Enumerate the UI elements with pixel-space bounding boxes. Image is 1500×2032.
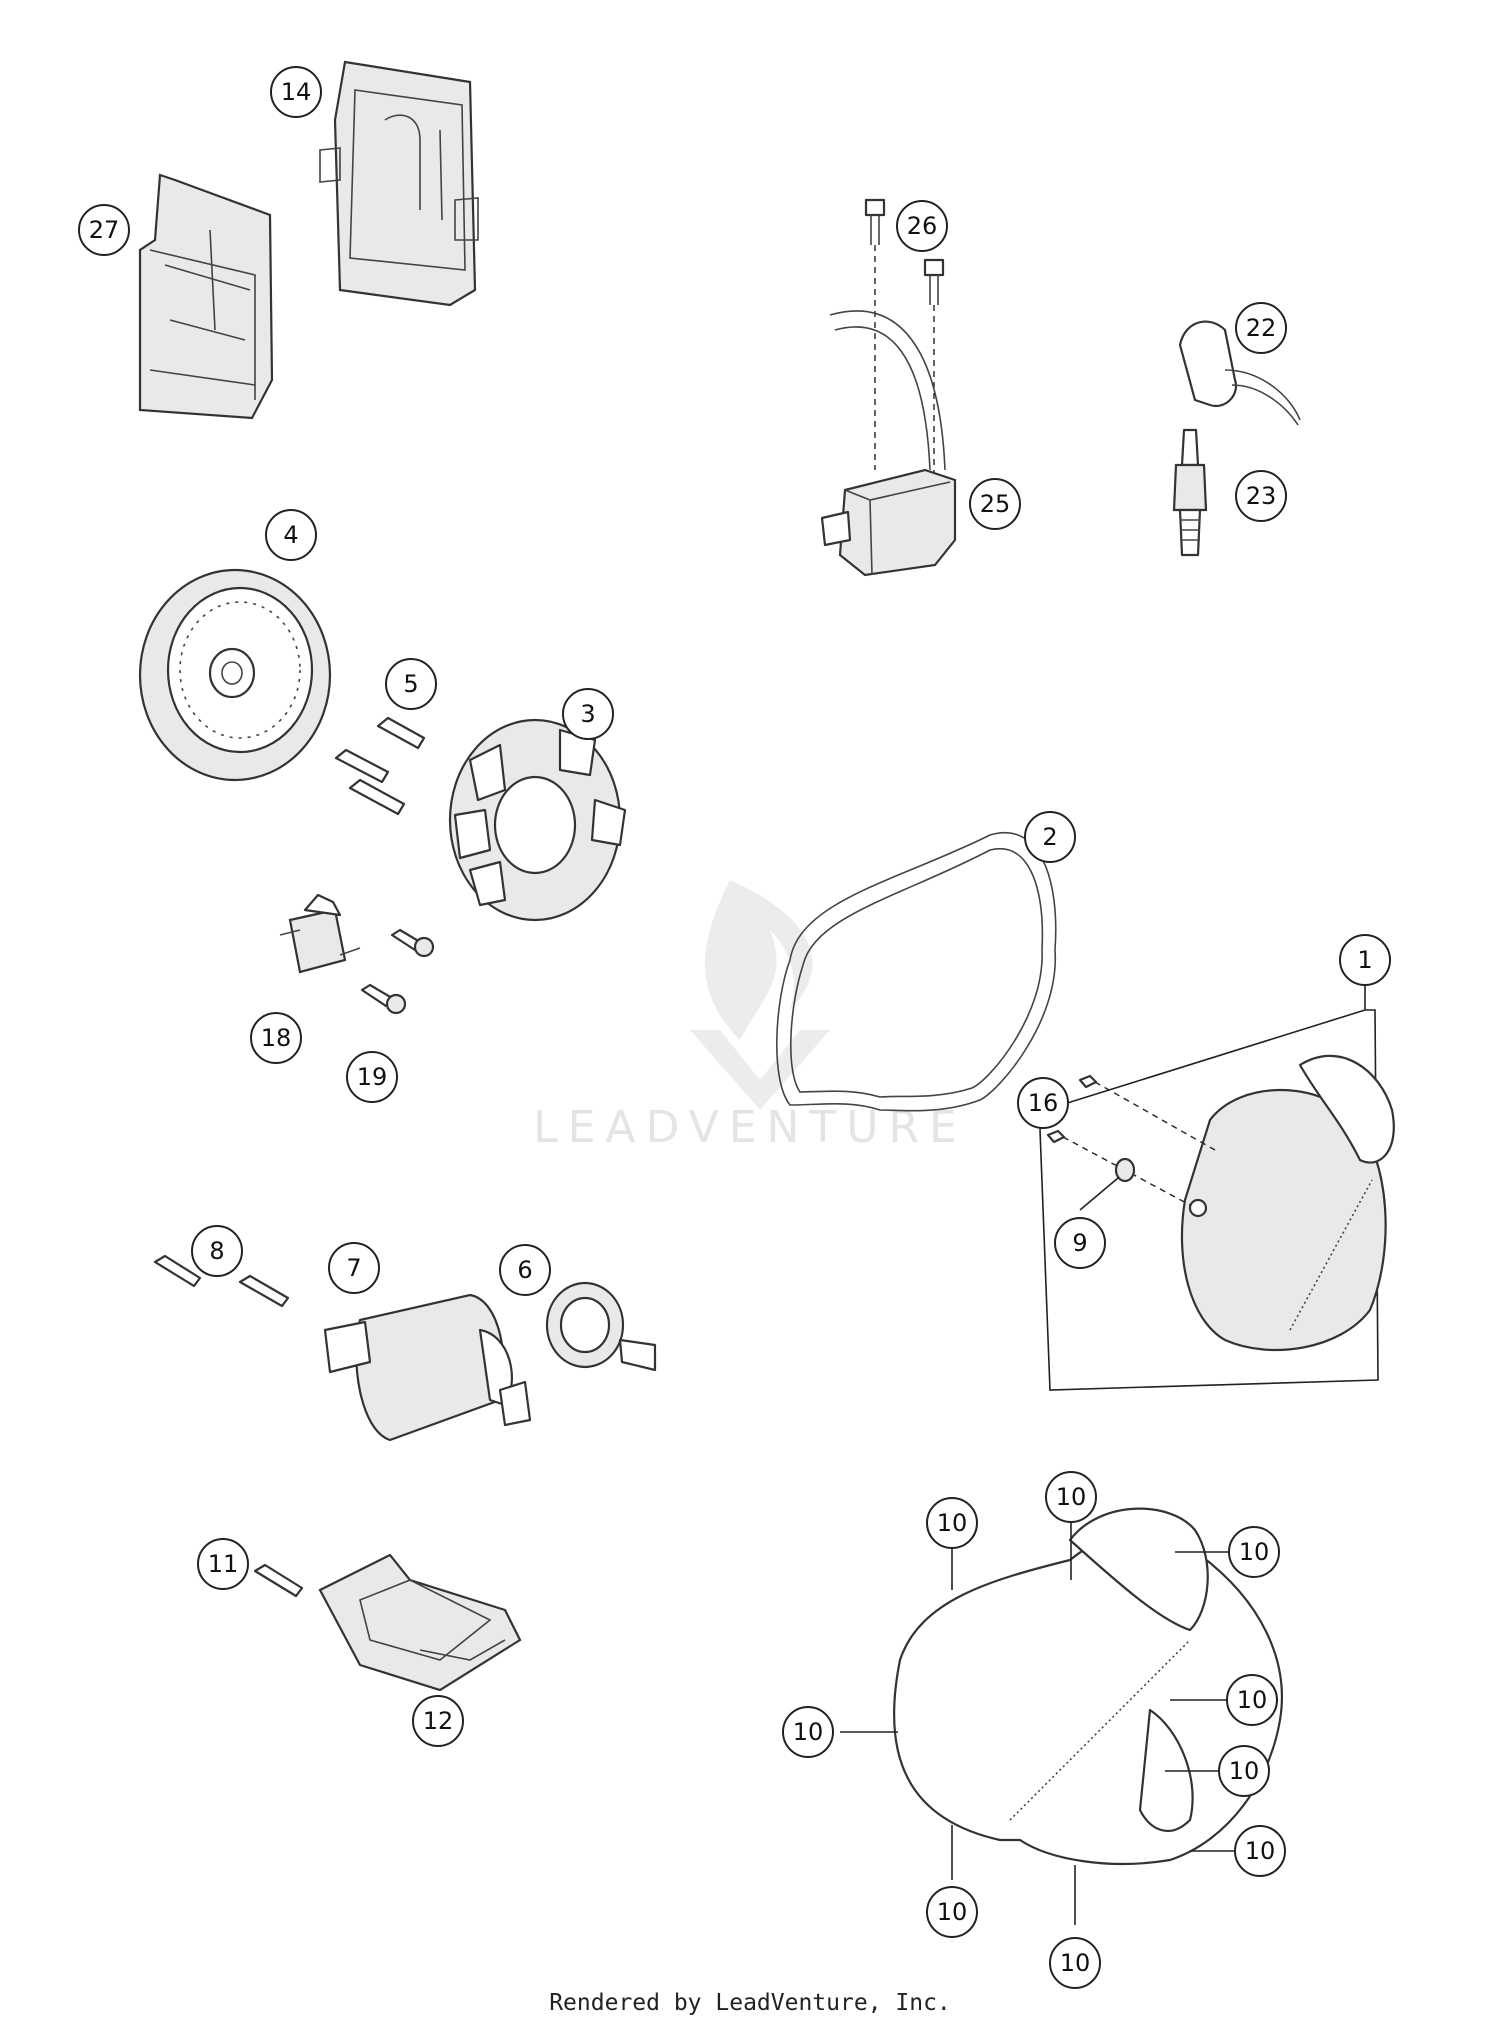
screws-part-19	[360, 928, 435, 1015]
watermark-text: LEADVENTURE	[533, 1102, 967, 1153]
callout-10-label: 10	[1060, 1949, 1091, 1977]
stator-part-3	[448, 718, 627, 922]
callout-11-label: 11	[208, 1550, 239, 1578]
callout-18: 18	[250, 1012, 302, 1064]
starter-drive-part-6	[545, 1281, 657, 1372]
callout-27-label: 27	[89, 216, 120, 244]
pins-part-16	[1046, 1074, 1216, 1206]
callout-10-f: 10	[1218, 1745, 1270, 1797]
callout-10-g: 10	[1234, 1825, 1286, 1877]
seal-part-9	[1079, 1157, 1136, 1211]
callout-4-label: 4	[283, 521, 298, 549]
callout-10-h: 10	[926, 1886, 978, 1938]
ignition-coil-part-25	[820, 310, 957, 577]
callout-12-label: 12	[423, 1707, 454, 1735]
callout-10-e: 10	[782, 1706, 834, 1758]
leadventure-watermark: LEADVENTURE	[533, 880, 967, 1153]
callout-16: 16	[1017, 1077, 1069, 1129]
callout-25: 25	[969, 478, 1021, 530]
callout-10-a: 10	[926, 1497, 978, 1549]
callout-10-d: 10	[1226, 1674, 1278, 1726]
bolts-part-26	[864, 198, 945, 500]
callout-2: 2	[1024, 811, 1076, 863]
callout-9-label: 9	[1072, 1229, 1087, 1257]
callout-10-label: 10	[793, 1718, 824, 1746]
callout-27: 27	[78, 204, 130, 256]
callout-6: 6	[499, 1244, 551, 1296]
callout-5: 5	[385, 658, 437, 710]
callout-18-label: 18	[261, 1024, 292, 1052]
callout-7-label: 7	[346, 1254, 361, 1282]
callout-4: 4	[265, 509, 317, 561]
callout-26-label: 26	[907, 212, 938, 240]
callout-10-c: 10	[1228, 1526, 1280, 1578]
callout-1: 1	[1339, 934, 1391, 986]
callout-25-label: 25	[980, 490, 1011, 518]
callout-10-b: 10	[1045, 1471, 1097, 1523]
callout-10-label: 10	[1237, 1686, 1268, 1714]
starter-bolts-part-8	[153, 1254, 290, 1308]
callout-2-label: 2	[1042, 823, 1057, 851]
callout-8: 8	[191, 1225, 243, 1277]
callout-6-label: 6	[517, 1256, 532, 1284]
callout-7: 7	[328, 1242, 380, 1294]
callout-1-label: 1	[1357, 946, 1372, 974]
callout-10-label: 10	[1056, 1483, 1087, 1511]
callout-23: 23	[1235, 470, 1287, 522]
callout-10-label: 10	[1229, 1757, 1260, 1785]
callout-3-label: 3	[580, 700, 595, 728]
ecu-cover-part-14	[319, 60, 479, 307]
callout-5-label: 5	[403, 670, 418, 698]
stator-bolts-part-5	[334, 716, 426, 816]
callout-16-label: 16	[1028, 1089, 1059, 1117]
footer-credit: Rendered by LeadVenture, Inc.	[549, 1990, 951, 2016]
callout-19-label: 19	[357, 1063, 388, 1091]
starter-motor-part-7	[323, 1293, 532, 1442]
callout-14-label: 14	[281, 78, 312, 106]
callout-22: 22	[1235, 302, 1287, 354]
callout-10-label: 10	[937, 1509, 968, 1537]
callout-10-label: 10	[1239, 1538, 1270, 1566]
spark-plug-cap-part-22	[1178, 320, 1301, 426]
ecu-part-27	[138, 173, 274, 420]
guard-part-12	[318, 1553, 522, 1692]
engine-cover-part-10	[893, 1507, 1283, 1865]
callout-22-label: 22	[1246, 314, 1277, 342]
callout-10-label: 10	[1245, 1837, 1276, 1865]
callout-10-label: 10	[937, 1898, 968, 1926]
flywheel-part-4	[138, 568, 332, 782]
callout-23-label: 23	[1246, 482, 1277, 510]
regulator-part-18	[279, 893, 361, 974]
callout-14: 14	[270, 66, 322, 118]
callout-12: 12	[412, 1695, 464, 1747]
callout-3: 3	[562, 688, 614, 740]
callout-8-label: 8	[209, 1237, 224, 1265]
bolt-part-11	[253, 1563, 304, 1598]
callout-26: 26	[896, 200, 948, 252]
ignition-cover-assembly-part-1	[1039, 985, 1395, 1391]
callout-19: 19	[346, 1051, 398, 1103]
gasket-part-2	[776, 832, 1057, 1112]
callout-11: 11	[197, 1538, 249, 1590]
spark-plug-part-23	[1172, 428, 1208, 557]
callout-9: 9	[1054, 1217, 1106, 1269]
callout-10-i: 10	[1049, 1937, 1101, 1989]
